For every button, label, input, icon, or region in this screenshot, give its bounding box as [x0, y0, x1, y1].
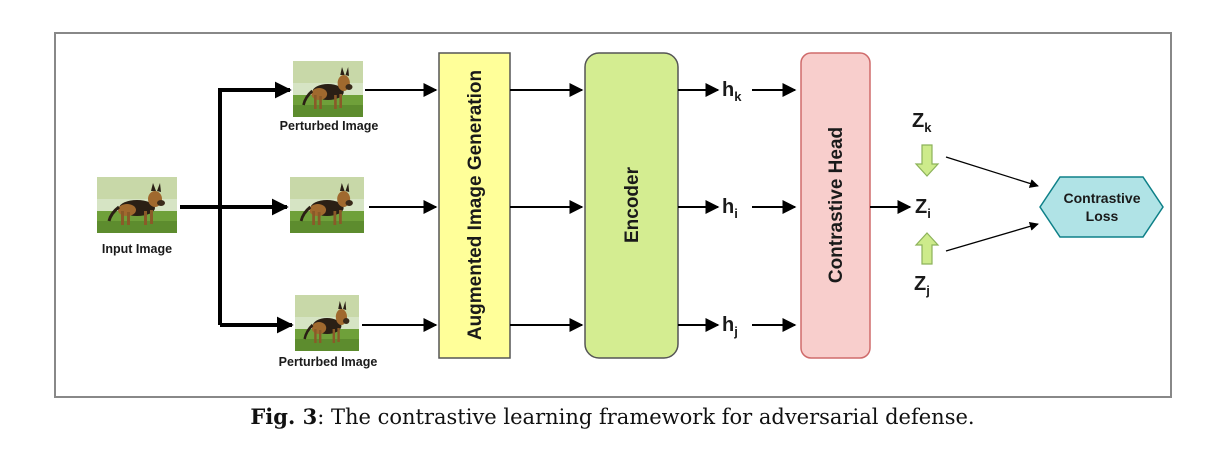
- h-k-label: hk: [722, 79, 742, 104]
- augmentation-block-label: Augmented Image Generation: [465, 70, 486, 340]
- encoder-block: [584, 52, 679, 359]
- perturbed-image-top: [291, 59, 365, 119]
- contrastive-loss-block: [1039, 176, 1164, 238]
- to-head-arrows: [752, 83, 797, 332]
- perturbed-image-bottom: [293, 293, 361, 353]
- contrastive-loss-label-line2: Loss: [1086, 208, 1119, 224]
- input-image-label: Input Image: [102, 242, 172, 256]
- z-i-label: Zi: [915, 196, 931, 221]
- z-k-down-arrow: [914, 144, 940, 177]
- encoder-block-label: Encoder: [622, 166, 643, 243]
- contrastive-head-label: Contrastive Head: [826, 127, 847, 283]
- z-k-label: Zk: [912, 110, 932, 135]
- branch-arrows: [180, 81, 294, 334]
- z-j-up-arrow: [914, 232, 940, 265]
- input-image: [95, 175, 179, 235]
- perturbed-image-top-label: Perturbed Image: [280, 119, 379, 133]
- contrastive-loss-label-line1: Contrastive: [1063, 190, 1140, 206]
- to-loss-arrows: [945, 156, 1039, 252]
- figure-caption-text: : The contrastive learning framework for…: [317, 405, 975, 429]
- h-j-label: hj: [722, 314, 738, 339]
- to-encoder-arrows: [510, 83, 584, 332]
- to-augmentation-arrows: [362, 83, 438, 332]
- h-i-label: hi: [722, 196, 738, 221]
- augmentation-block: [438, 52, 511, 359]
- figure-caption-label: Fig. 3: [250, 404, 318, 429]
- encoder-output-arrows: [678, 83, 720, 332]
- z-j-label: Zj: [914, 273, 930, 298]
- perturbed-image-bottom-label: Perturbed Image: [279, 355, 378, 369]
- middle-image: [288, 175, 366, 235]
- figure-caption: Fig. 3: The contrastive learning framewo…: [0, 404, 1225, 429]
- contrastive-head-block: [800, 52, 871, 359]
